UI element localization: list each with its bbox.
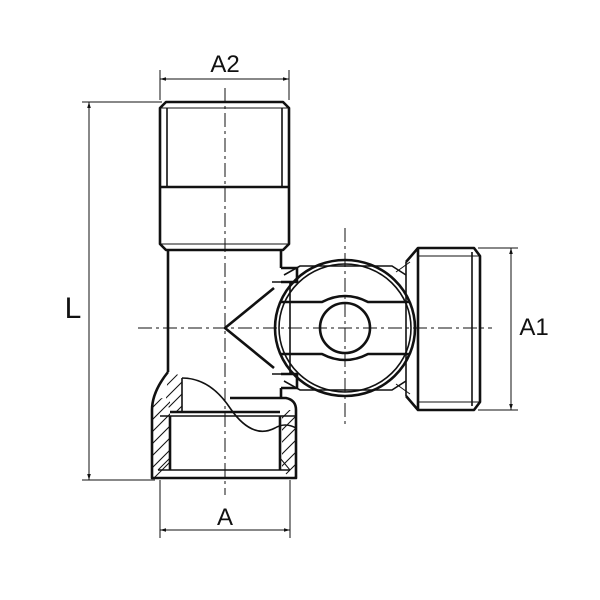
dimension-label-l: L — [65, 292, 82, 325]
center-lines — [138, 88, 492, 495]
valve-body — [166, 250, 299, 398]
dimension-a2: A2 — [159, 51, 290, 100]
top-thread-nipple — [158, 100, 291, 252]
dimension-a1: A1 — [478, 247, 549, 411]
dimension-label-a: A — [217, 504, 233, 531]
dimension-label-a2: A2 — [210, 51, 239, 78]
bottom-female-socket — [150, 371, 298, 480]
dimension-label-a1: A1 — [519, 314, 548, 341]
dimension-l: L — [65, 101, 162, 481]
side-outlet-thread — [395, 246, 482, 412]
ball-handle — [273, 258, 417, 398]
dimension-a: A — [159, 480, 291, 538]
